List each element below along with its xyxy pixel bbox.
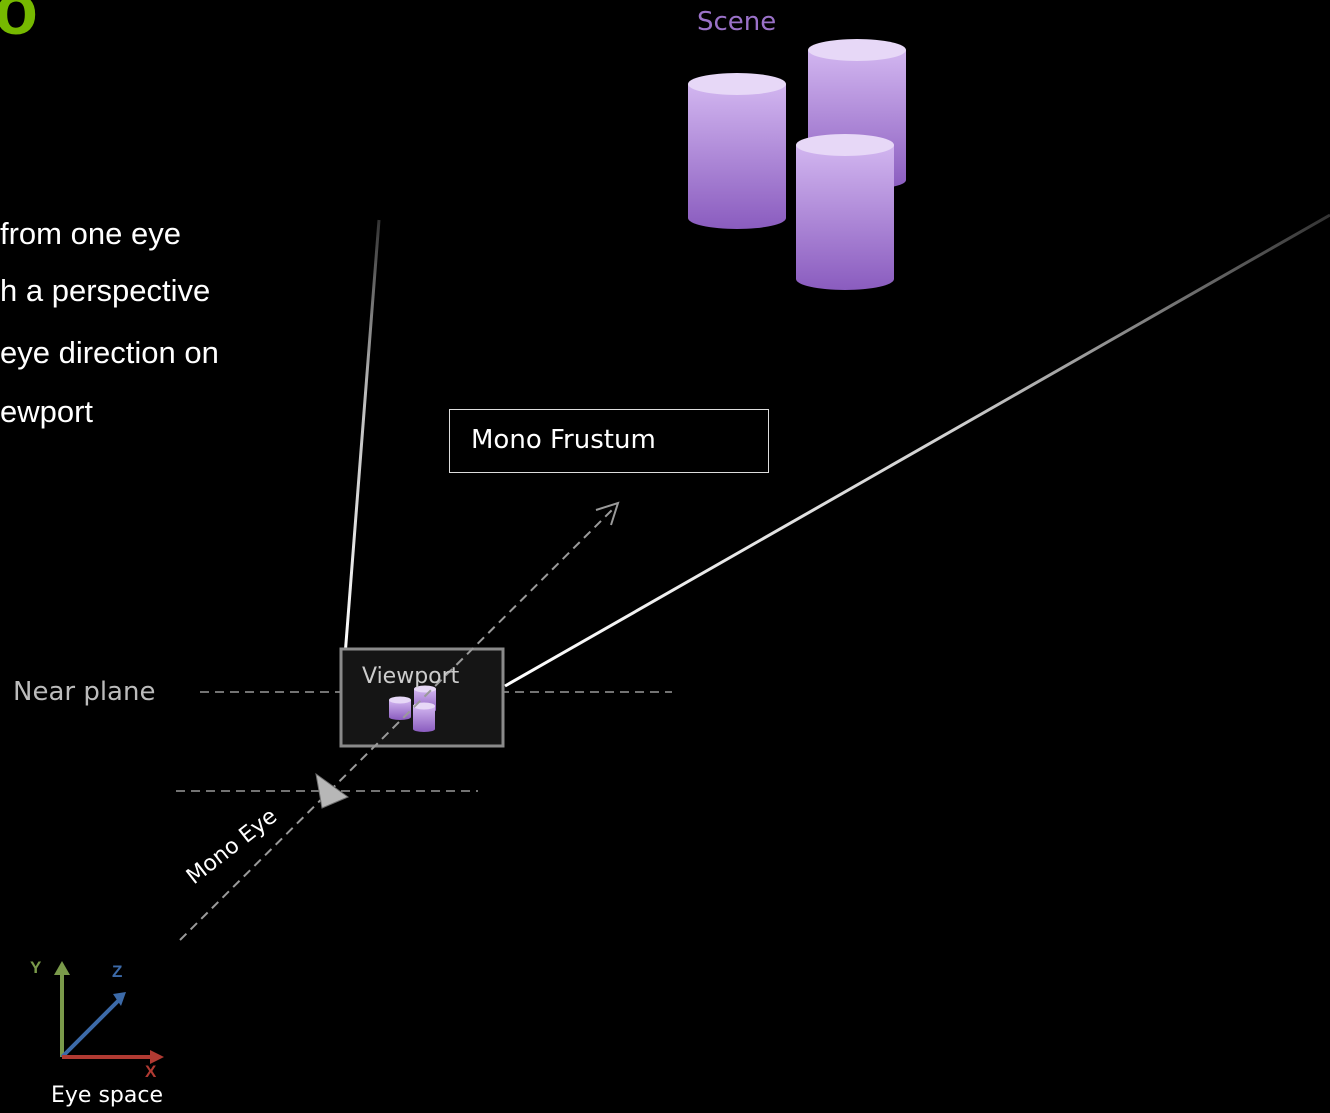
scene-cylinder-left [688,73,786,229]
body-text-line: ewport [0,394,94,429]
mono-frustum-label: Mono Frustum [471,425,656,455]
body-text-line: from one eye [0,216,181,251]
body-text-line: h a perspective [0,273,211,308]
viewport-label: Viewport [362,664,460,689]
eye-space-axes [54,961,164,1064]
near-plane-label: Near plane [13,677,156,707]
view-direction-arrowhead [595,501,620,526]
viewport-mini-scene [389,685,436,732]
frustum-edge-left [343,219,381,657]
scene-cylinders [688,39,906,290]
view-direction-line [179,506,616,941]
mono-eye-icon [315,772,350,809]
body-text-line: eye direction on [0,335,219,370]
scene-label: Scene [697,7,777,37]
axis-x-label: X [145,1062,157,1081]
eye-space-label: Eye space [51,1083,163,1108]
mono-frustum-box [449,409,769,473]
scene-cylinder-front [796,134,894,290]
axis-y-label: Y [30,958,42,977]
frustum-edge-right [504,213,1330,688]
axis-z-label: Z [112,962,123,981]
slide-title-fragment: o [0,0,38,50]
